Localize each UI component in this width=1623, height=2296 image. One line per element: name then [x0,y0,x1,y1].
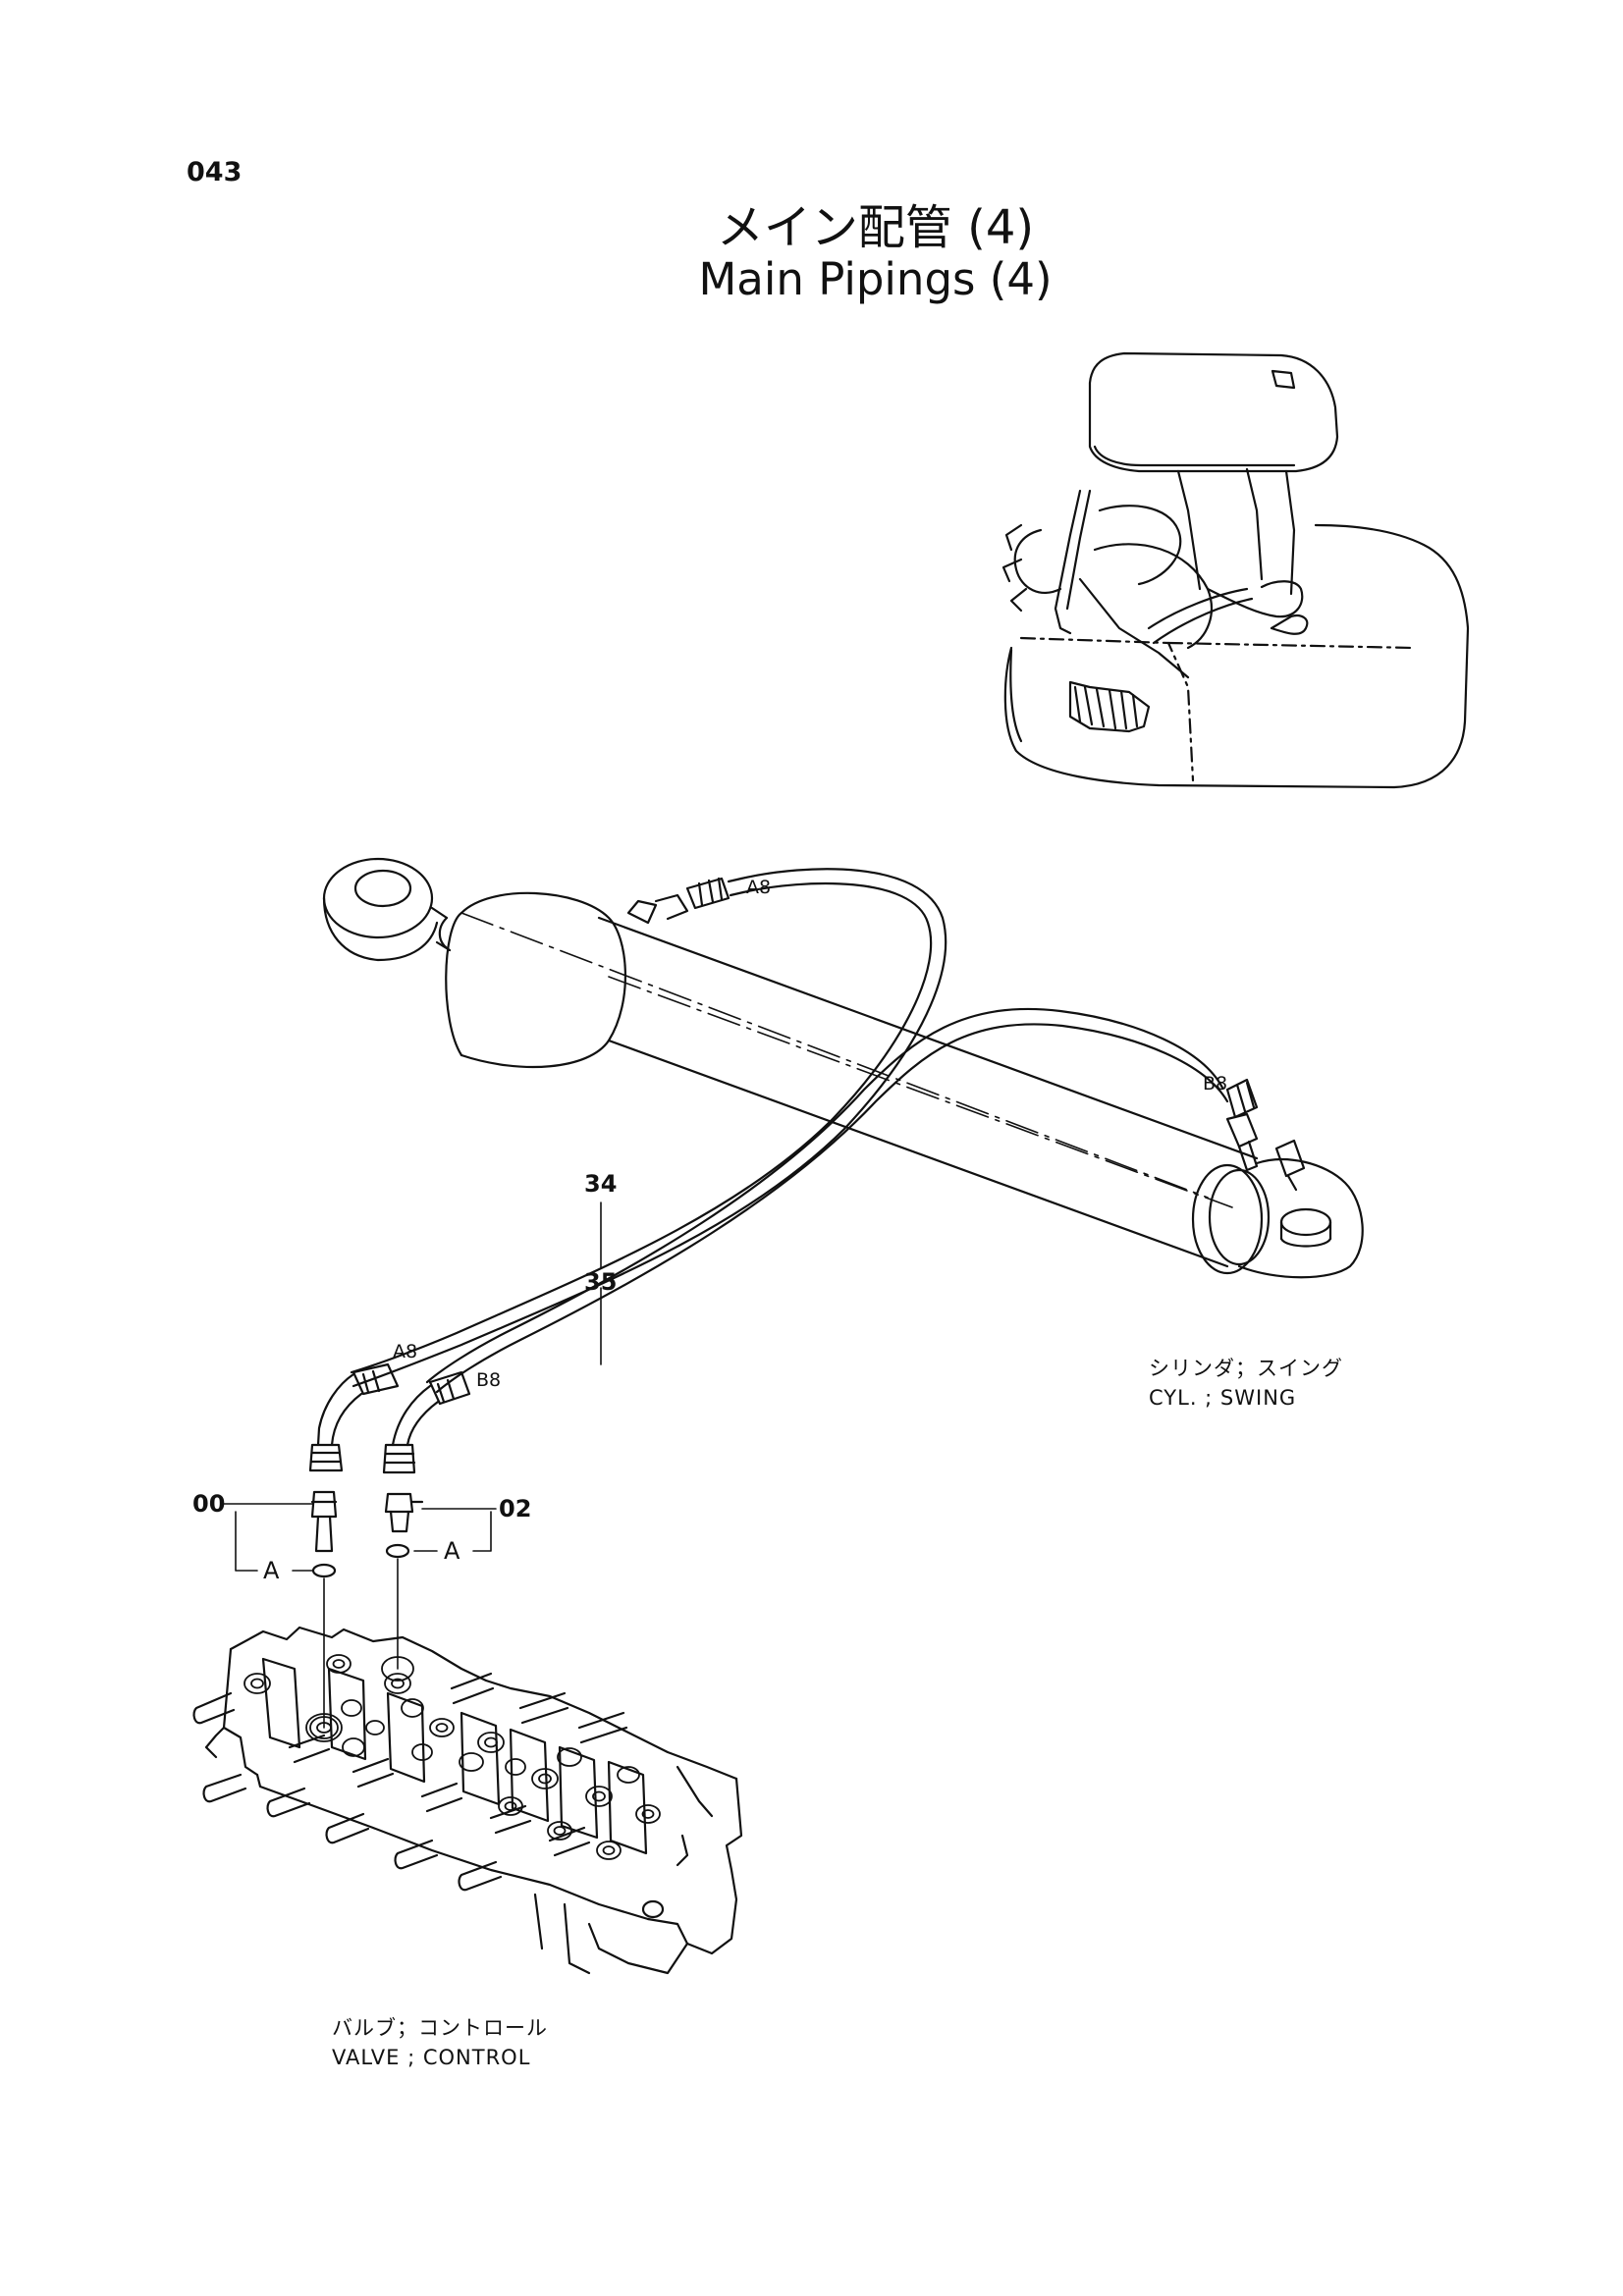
title-japanese: メイン配管 (4) [716,200,1035,255]
valve-label-english: VALVE ; CONTROL [332,2046,531,2069]
swing-cylinder-illustration [322,857,1364,1279]
machine-overview-illustration [1001,351,1470,789]
title-english: Main Pipings (4) [698,253,1053,305]
callout-group-a-left: A [263,1557,280,1584]
callout-part-02: 02 [499,1495,532,1522]
callout-part-34: 34 [584,1170,618,1198]
port-label-a8-cylinder: A8 [746,877,772,898]
page-number: 043 [187,157,243,187]
hose-lines [308,868,1229,1474]
adapter-fittings [223,1201,602,1729]
port-label-b8-valve: B8 [476,1369,502,1391]
port-label-b8-cylinder: B8 [1203,1073,1228,1095]
callout-part-35: 35 [584,1268,618,1296]
valve-label-japanese: バルブ；コントロール [332,2016,548,2040]
cylinder-label-english: CYL. ; SWING [1149,1386,1297,1410]
callout-group-a-right: A [444,1537,460,1565]
callout-part-00: 00 [192,1490,226,1518]
control-valve-illustration [192,1626,743,1975]
cylinder-label-japanese: シリンダ；スイング [1149,1357,1343,1380]
port-label-a8-valve: A8 [393,1341,418,1362]
